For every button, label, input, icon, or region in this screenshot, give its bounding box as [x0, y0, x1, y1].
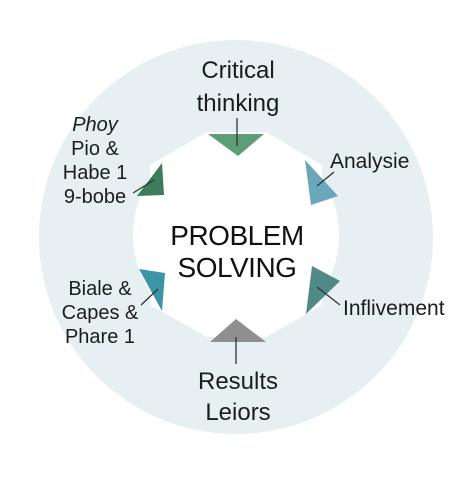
leader-lower-left — [140, 288, 159, 306]
label-lower-left: Biale & Capes & Phare 1 — [40, 277, 160, 349]
label-line: Phare 1 — [64, 326, 136, 348]
label-inflivement: Inflivement — [343, 297, 445, 320]
leader-upper-left — [132, 179, 155, 194]
label-line: Results — [197, 368, 279, 395]
label-line: Pio & — [71, 138, 119, 160]
center-title: PROBLEM SOLVING — [170, 220, 304, 283]
label-line: Critical — [201, 57, 275, 84]
marker-lower-right — [306, 266, 340, 314]
label-critical-thinking: Critical thinking — [168, 54, 308, 120]
label-line: Habe 1 — [62, 162, 128, 184]
label-line: Biale & — [68, 278, 132, 300]
marker-upper-left — [137, 163, 164, 196]
label-upper-left: Phoy Pio & Habe 1 9-bobe — [35, 113, 155, 209]
inner-circle — [133, 132, 339, 338]
marker-top — [208, 134, 264, 156]
label-line: Leiors — [205, 399, 271, 426]
marker-bottom — [210, 319, 266, 342]
leader-upper-right — [316, 171, 335, 187]
leader-lower-right — [316, 286, 341, 306]
label-analysie: Analysie — [330, 150, 410, 173]
label-line: Capes & — [61, 302, 139, 324]
label-line: Phoy — [72, 114, 118, 136]
marker-lower-left — [139, 269, 165, 311]
label-results: Results Leiors — [170, 366, 306, 428]
label-line: thinking — [196, 90, 280, 117]
label-line: 9-bobe — [63, 186, 127, 208]
